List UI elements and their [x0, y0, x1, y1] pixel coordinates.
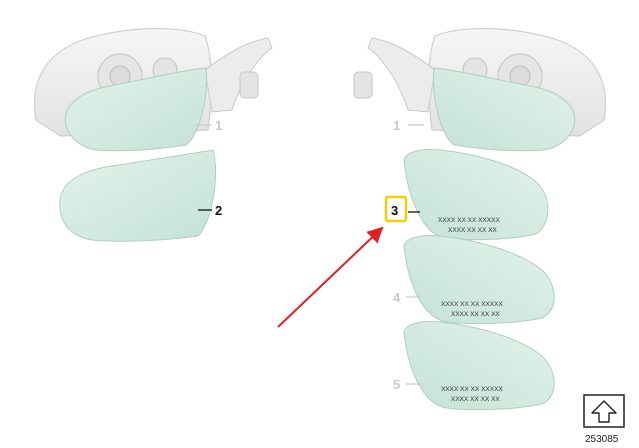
glass-3-marking-line1: XXXX XX XX XXXXX	[438, 217, 500, 224]
glass-4-marking-line1: XXXX XX XX XXXXX	[441, 301, 503, 308]
callout-right-glass-5: 5	[393, 377, 400, 392]
diagram-reference-number: 253085	[585, 434, 619, 445]
glass-3-marking-line2: XXXX XX XX XX	[448, 227, 497, 234]
glass-5-marking-line1: XXXX XX XX XXXXX	[441, 386, 503, 393]
right-mirror-glass-5	[403, 321, 555, 411]
red-pointer-arrow	[277, 226, 384, 328]
up-arrow-icon	[583, 394, 625, 428]
left-mirror-glass	[59, 149, 216, 242]
highlight-box	[384, 195, 408, 223]
callout-left-glass: 2	[215, 203, 222, 218]
glass-5-marking-line2: XXXX XX XX XX	[451, 396, 500, 403]
glass-4-marking-line2: XXXX XX XX XX	[451, 311, 500, 318]
callout-right-housing: 1	[393, 118, 400, 133]
callout-right-glass-4: 4	[393, 290, 401, 305]
right-mirror-glass-4	[403, 235, 555, 325]
callout-left-housing: 1	[215, 118, 222, 133]
right-mounted-glass	[432, 67, 576, 152]
callout-right-glass-highlight: 3	[391, 203, 398, 218]
left-mounted-glass	[64, 67, 208, 152]
right-mirror-glass-3	[403, 149, 549, 241]
